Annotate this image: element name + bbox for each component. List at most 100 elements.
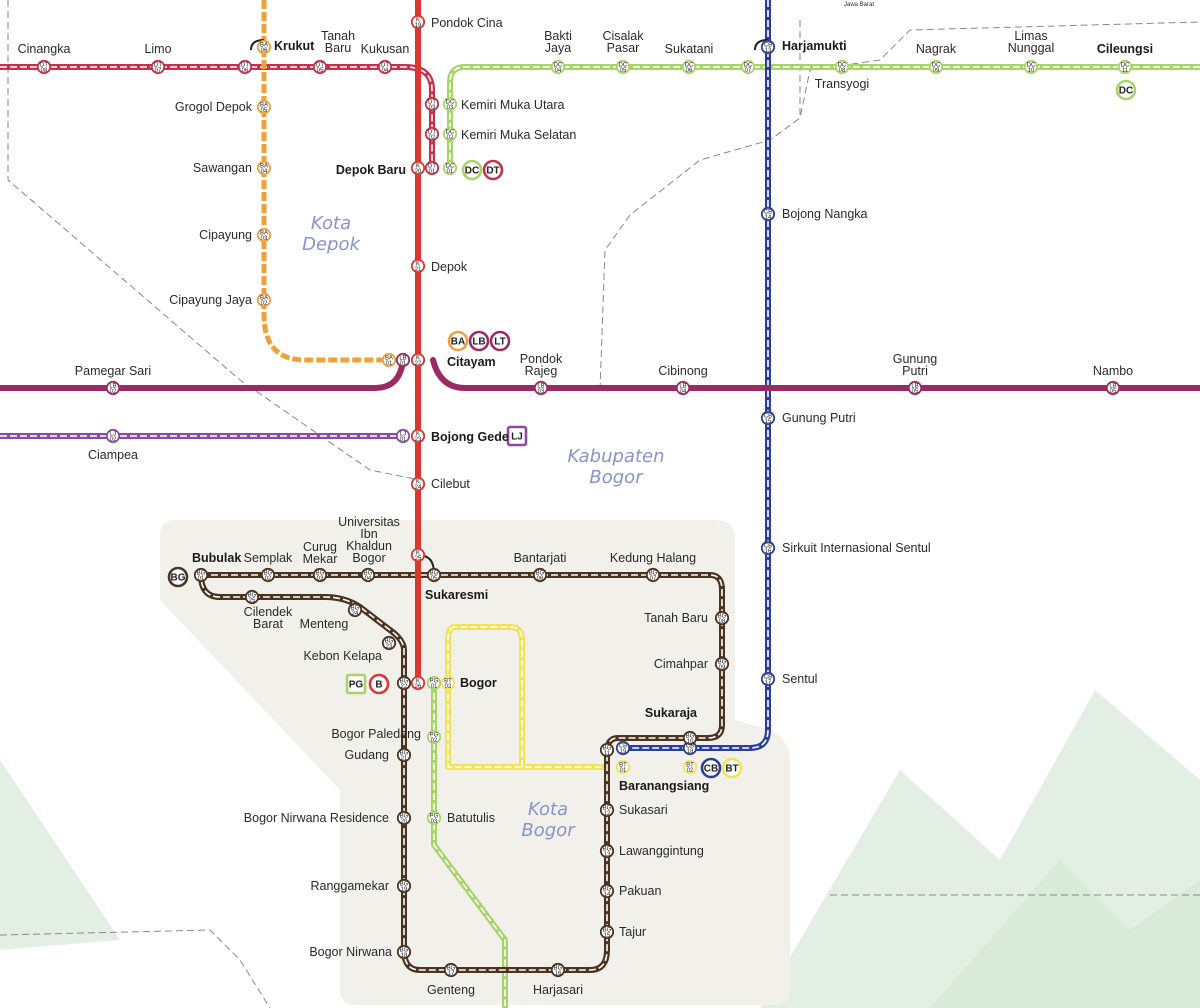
station-marker[interactable]: K24 — [410, 476, 426, 492]
station-marker[interactable]: K19 — [410, 14, 426, 30]
station-marker[interactable]: K20 — [410, 160, 426, 176]
svg-text:LB: LB — [1109, 384, 1116, 390]
svg-text:CB: CB — [764, 414, 772, 420]
svg-text:BT: BT — [686, 763, 694, 769]
svg-text:08: 08 — [719, 619, 726, 625]
label-sirkuit: Sirkuit Internasional Sentul — [782, 541, 931, 555]
label-nambo: Nambo — [1093, 364, 1133, 378]
line-brown-bg — [198, 572, 725, 973]
station-marker[interactable]: K26 — [410, 675, 426, 691]
svg-text:07: 07 — [155, 68, 162, 74]
label-sukaraja: Sukaraja — [645, 706, 698, 720]
svg-text:BG: BG — [400, 679, 409, 685]
station-marker[interactable]: K21 — [410, 258, 426, 274]
svg-text:DC: DC — [465, 166, 479, 177]
station-marker[interactable]: K25 — [410, 547, 426, 563]
svg-text:CB: CB — [764, 544, 772, 550]
line-badge-ba: BA — [447, 330, 469, 352]
line-badge-bt: BT — [721, 757, 743, 779]
station-marker[interactable]: K23 — [410, 428, 426, 444]
station-marker[interactable]: K22 — [410, 352, 426, 368]
svg-text:09: 09 — [719, 665, 726, 671]
label-kedung-halang: Kedung Halang — [610, 551, 696, 565]
svg-text:DT: DT — [154, 63, 162, 69]
svg-text:CB: CB — [764, 675, 772, 681]
svg-text:K: K — [416, 679, 420, 685]
svg-text:08: 08 — [41, 68, 48, 74]
svg-text:15: 15 — [765, 419, 772, 425]
